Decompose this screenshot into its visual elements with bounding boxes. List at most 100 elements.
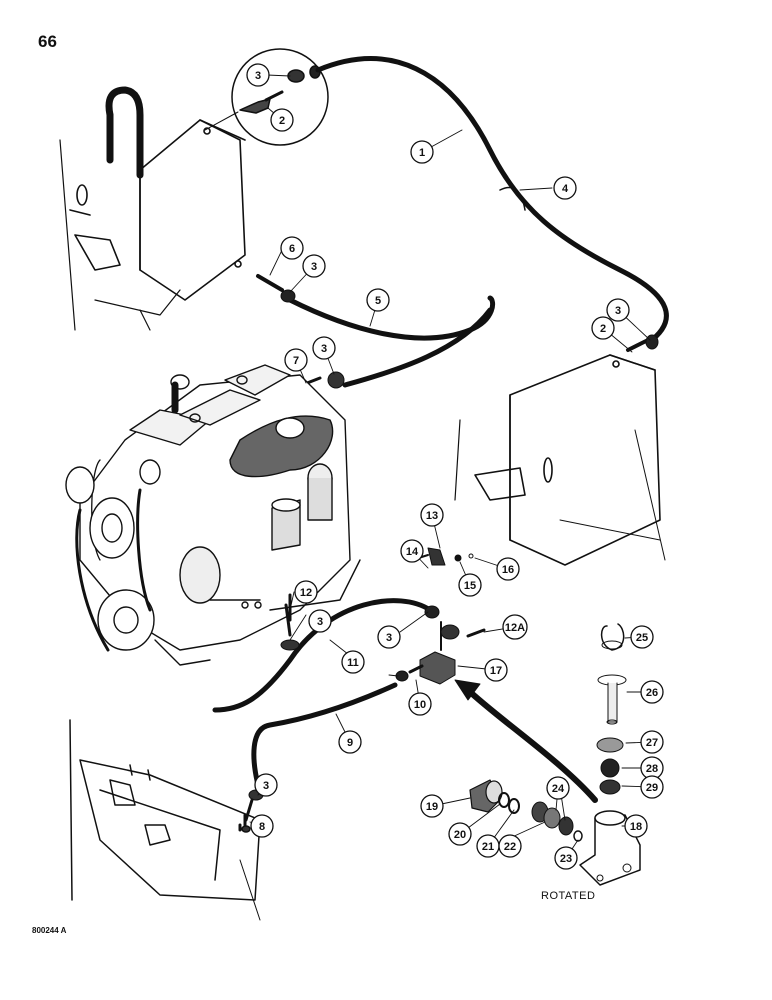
callout-c26: 26	[640, 680, 664, 704]
callout-number: 13	[426, 510, 438, 522]
callout-number: 3	[615, 305, 621, 317]
callout-c3g: 3	[254, 773, 278, 797]
callout-c18: 18	[624, 814, 648, 838]
callout-group: 122333333345678910111212A131415161718192…	[246, 63, 664, 870]
callout-number: 2	[279, 115, 285, 127]
callout-circle	[448, 822, 472, 846]
callout-number: 18	[630, 821, 642, 833]
callout-c24: 24	[546, 776, 570, 800]
callout-number: 24	[552, 783, 565, 795]
callout-number: 3	[321, 343, 327, 355]
callout-number: 16	[502, 564, 514, 576]
callout-circle	[484, 658, 508, 682]
callout-circle	[502, 614, 528, 640]
callout-c29: 29	[640, 775, 664, 799]
callout-c12a: 12A	[502, 614, 528, 640]
callout-circle	[498, 834, 522, 858]
callout-circle	[420, 503, 444, 527]
callout-circle	[280, 236, 304, 260]
callout-circle	[338, 730, 362, 754]
callout-circle	[458, 573, 482, 597]
callout-c3b: 3	[302, 254, 326, 278]
callout-number: 19	[426, 801, 438, 813]
callout-number: 12A	[505, 622, 525, 634]
callout-circle	[270, 108, 294, 132]
callout-number: 28	[646, 763, 658, 775]
callout-circle	[284, 348, 308, 372]
callout-circle	[553, 176, 577, 200]
callout-number: 8	[259, 821, 265, 833]
callout-c7: 7	[284, 348, 308, 372]
callout-c2a: 2	[270, 108, 294, 132]
hose-11	[212, 598, 433, 713]
callout-number: 1	[419, 147, 425, 159]
callout-c17: 17	[484, 658, 508, 682]
return-hose-5	[287, 295, 495, 388]
callout-number: 15	[464, 580, 476, 592]
callout-c3e: 3	[308, 609, 332, 633]
callout-number: 3	[386, 632, 392, 644]
callout-c28: 28	[640, 756, 664, 780]
page-number: 66	[38, 32, 57, 51]
callout-number: 3	[311, 261, 317, 273]
callout-c9: 9	[338, 730, 362, 754]
callout-circle	[640, 680, 664, 704]
callout-c1: 1	[410, 140, 434, 164]
valve-assembly	[395, 547, 486, 685]
callout-circle	[554, 846, 578, 870]
callout-c3d: 3	[312, 336, 336, 360]
callout-number: 6	[289, 243, 295, 255]
callout-number: 11	[347, 657, 359, 669]
callout-circle	[496, 557, 520, 581]
callout-circle	[591, 316, 615, 340]
upper-fuel-tank	[59, 86, 246, 331]
callout-c27: 27	[640, 730, 664, 754]
callout-number: 3	[255, 70, 261, 82]
callout-c8: 8	[250, 814, 274, 838]
callout-number: 29	[646, 782, 658, 794]
callout-c14: 14	[400, 539, 424, 563]
callout-number: 27	[646, 737, 658, 749]
callout-circle	[410, 140, 434, 164]
callout-c5: 5	[366, 288, 390, 312]
callout-circle	[341, 650, 365, 674]
callout-c6: 6	[280, 236, 304, 260]
callout-circle	[246, 63, 270, 87]
callout-number: 22	[504, 841, 516, 853]
callout-c3a: 3	[246, 63, 270, 87]
callout-circle	[312, 336, 336, 360]
callout-number: 25	[636, 632, 648, 644]
callout-circle	[302, 254, 326, 278]
callout-c4: 4	[553, 176, 577, 200]
callout-number: 26	[646, 687, 658, 699]
callout-c13: 13	[420, 503, 444, 527]
callout-circle	[377, 625, 401, 649]
engine-block	[65, 364, 361, 666]
hose-9	[251, 682, 398, 788]
fitting-12	[280, 603, 300, 651]
callout-number: 20	[454, 829, 466, 841]
callout-circle	[308, 609, 332, 633]
callout-circle	[640, 775, 664, 799]
callout-c19: 19	[420, 794, 444, 818]
callout-c15: 15	[458, 573, 482, 597]
callout-circle	[420, 794, 444, 818]
right-fuel-tank	[454, 354, 666, 566]
callout-circle	[606, 298, 630, 322]
callout-circle	[294, 580, 318, 604]
callout-number: 10	[414, 699, 426, 711]
callout-number: 3	[263, 780, 269, 792]
callout-number: 23	[560, 853, 572, 865]
callout-c3f: 3	[377, 625, 401, 649]
callout-circle	[630, 625, 654, 649]
callout-number: 4	[562, 183, 569, 195]
callout-number: 2	[600, 323, 606, 335]
callout-c25: 25	[630, 625, 654, 649]
callout-number: 14	[406, 546, 419, 558]
callout-circle	[624, 814, 648, 838]
callout-c2b: 2	[591, 316, 615, 340]
callout-c11: 11	[341, 650, 365, 674]
right-tank-fitting	[626, 334, 659, 352]
callout-number: 3	[317, 616, 323, 628]
